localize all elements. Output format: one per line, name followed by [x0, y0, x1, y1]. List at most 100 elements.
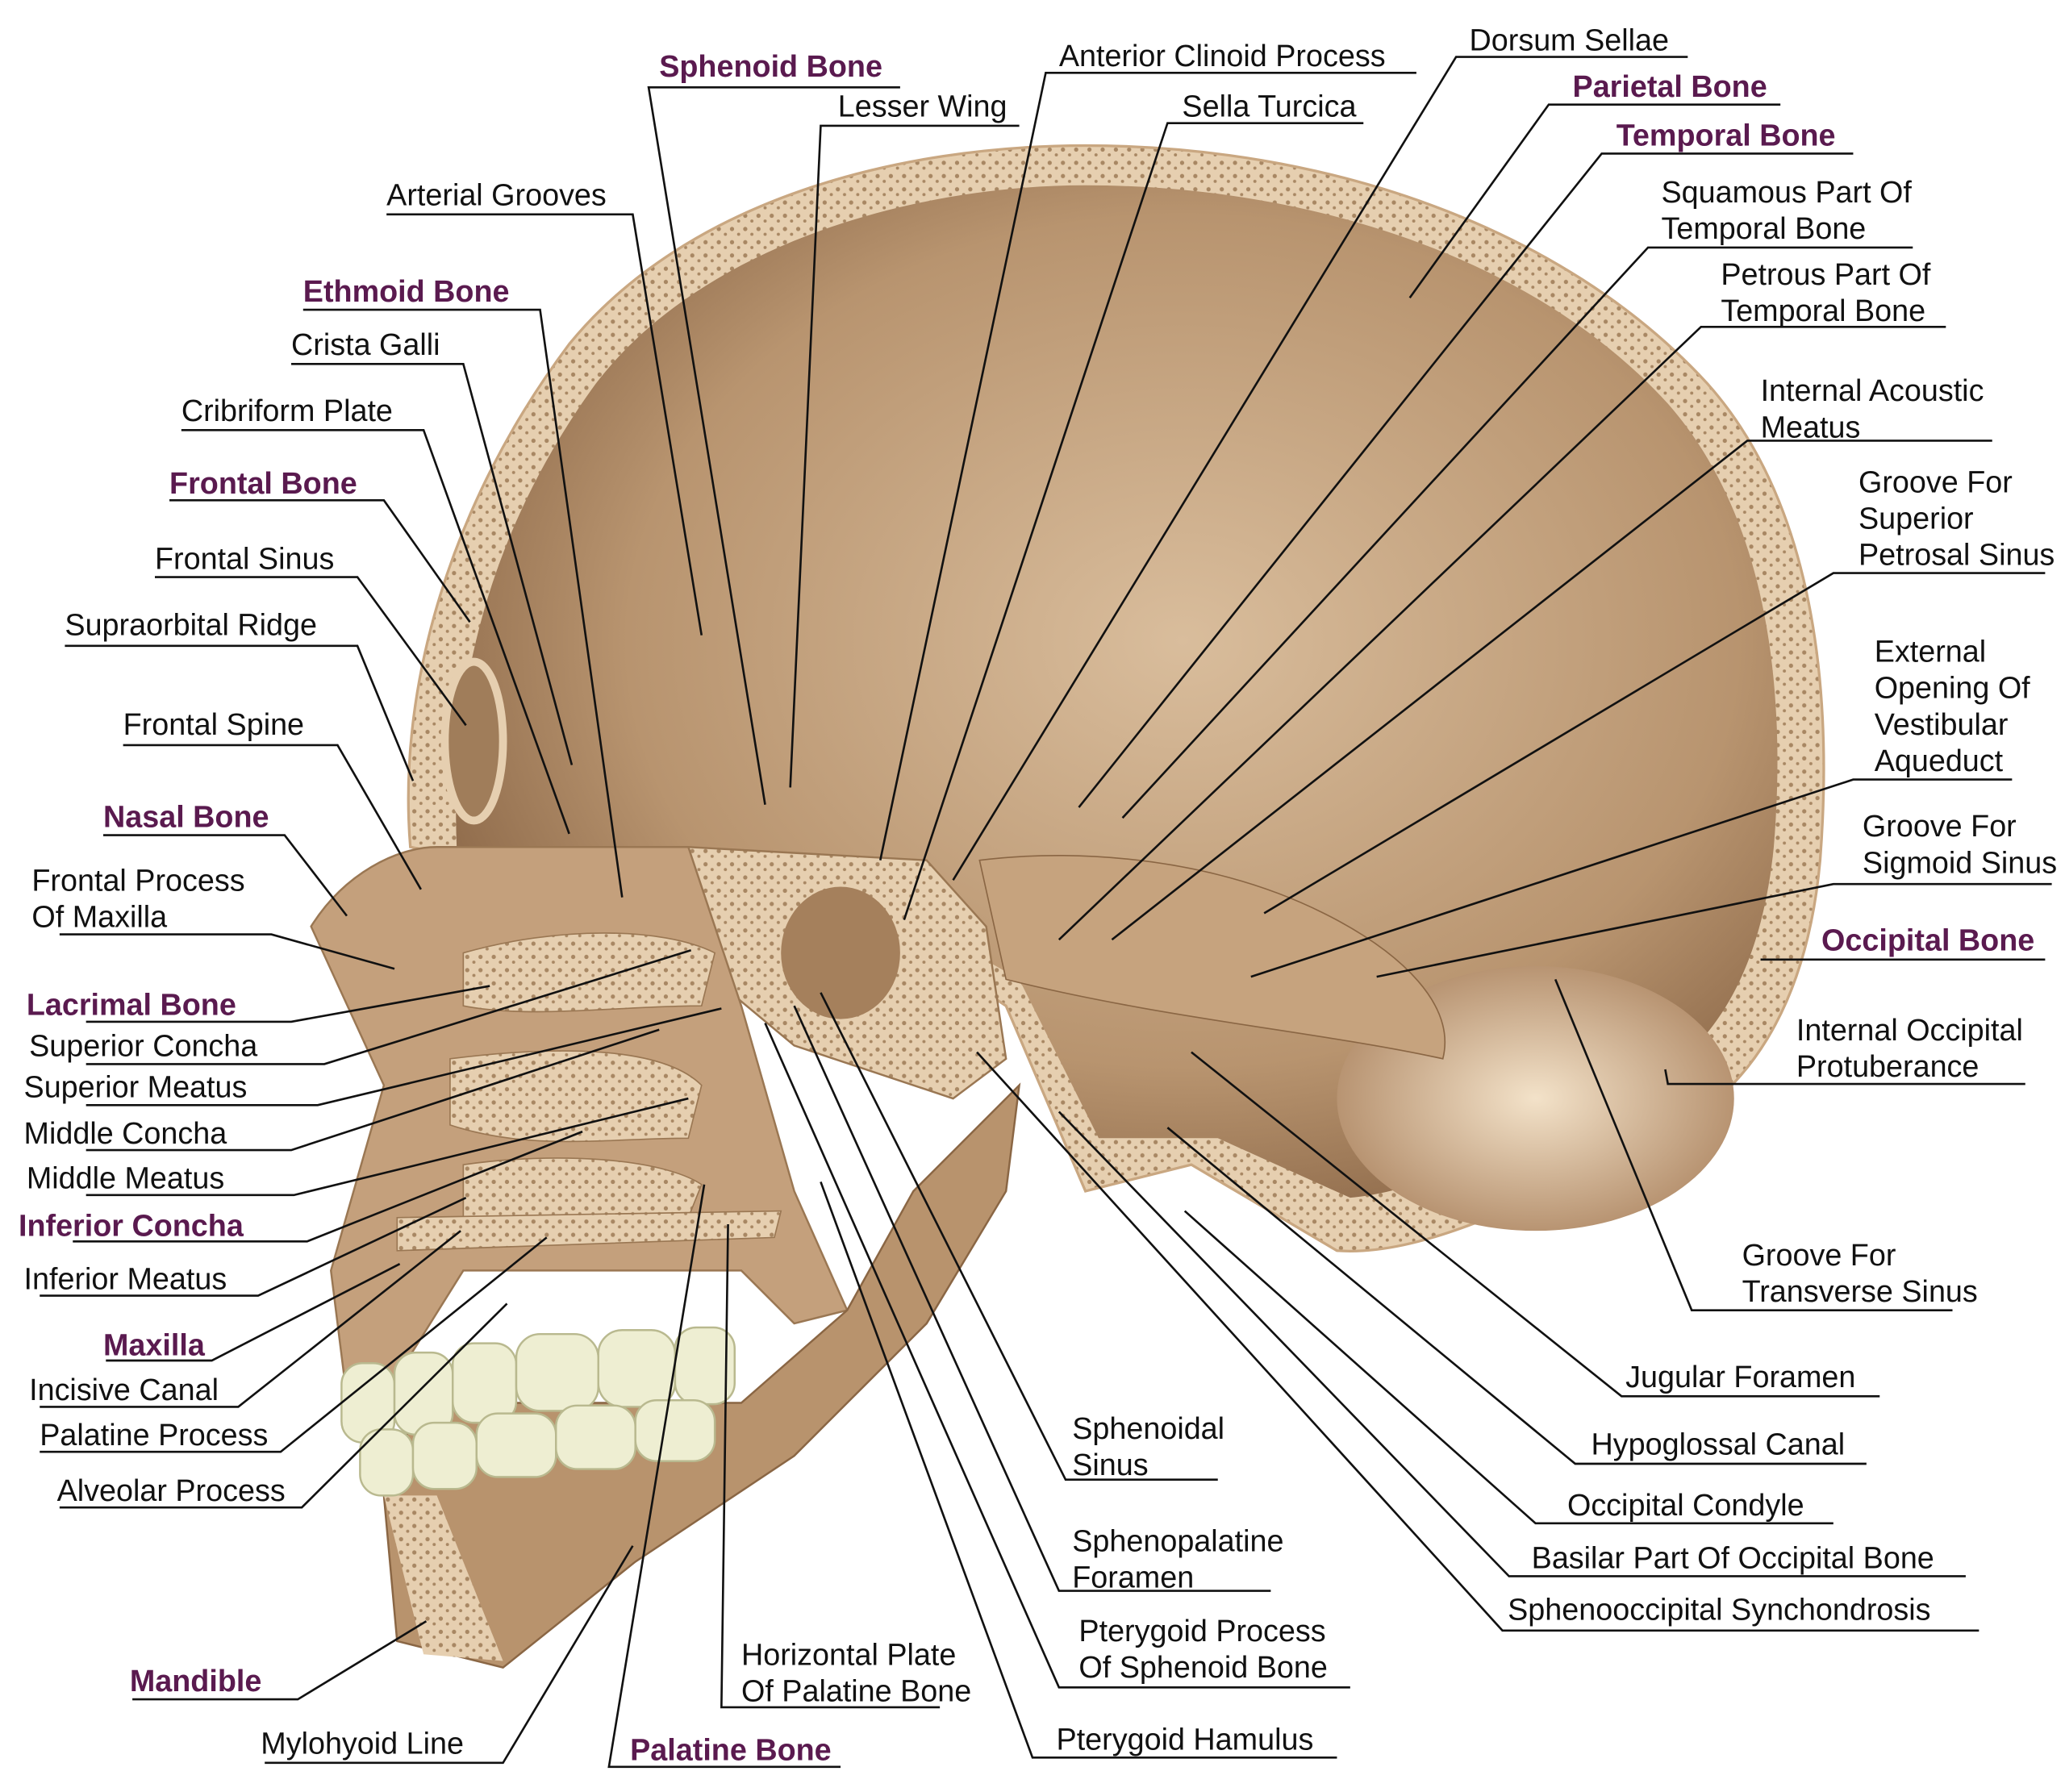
label-text: Frontal Process	[31, 863, 244, 897]
label-text: Internal Acoustic	[1761, 373, 1984, 407]
leader-line	[106, 1263, 401, 1362]
leader-line	[40, 1236, 548, 1453]
leader-line	[86, 985, 490, 1023]
label-text: Temporal Bone	[1661, 211, 1866, 245]
leader-line	[793, 1005, 1271, 1592]
label-text: Hypoglossal Canal	[1592, 1427, 1846, 1461]
leader-line	[1408, 103, 1781, 299]
mandible-symphysis	[383, 1495, 503, 1661]
leader-line	[720, 1223, 941, 1709]
label-supraorbital-ridge: Supraorbital Ridge	[65, 608, 415, 781]
label-text: Nasal Bone	[103, 800, 269, 834]
label-text: Arterial Grooves	[386, 177, 607, 211]
label-text: Alveolar Process	[57, 1473, 286, 1507]
label-nasal-bone: Nasal Bone	[103, 800, 348, 917]
label-text: Inferior Meatus	[24, 1261, 227, 1295]
label-text: Frontal Sinus	[155, 542, 334, 576]
label-hypoglossal-canal: Hypoglossal Canal	[1166, 1127, 1867, 1465]
leader-line	[123, 744, 422, 890]
label-inferior-concha: Inferior Concha	[19, 1130, 583, 1243]
leader-line	[291, 362, 574, 765]
label-text: Sphenoid Bone	[659, 49, 882, 83]
label-occipital-bone: Occipital Bone	[1760, 923, 2046, 961]
leader-line	[59, 933, 395, 970]
label-middle-concha: Middle Concha	[24, 1028, 660, 1152]
label-text: Occipital Bone	[1821, 923, 2034, 956]
label-middle-meatus: Middle Meatus	[27, 1097, 689, 1197]
label-anterior-clinoid-process: Anterior Clinoid Process	[878, 39, 1416, 861]
label-text: Pterygoid Process	[1078, 1614, 1325, 1648]
label-ethmoid-bone: Ethmoid Bone	[302, 274, 624, 898]
leader-line	[1250, 778, 2013, 978]
label-text: Vestibular	[1875, 707, 2009, 741]
leader-line	[86, 1028, 660, 1152]
label-text: Frontal Bone	[169, 466, 357, 500]
label-text: Middle Concha	[24, 1116, 227, 1150]
label-text: Of Sphenoid Bone	[1078, 1650, 1327, 1684]
label-text: Mandible	[130, 1664, 262, 1698]
leader-line	[86, 1007, 722, 1106]
label-text: Supraorbital Ridge	[65, 608, 317, 642]
cranial-cavity	[456, 185, 1778, 1198]
label-text: Sphenopalatine	[1072, 1523, 1283, 1557]
label-sphenoid-bone: Sphenoid Bone	[647, 49, 900, 805]
label-text: Parietal Bone	[1573, 69, 1767, 103]
label-temporal-bone: Temporal Bone	[1078, 119, 1854, 808]
label-text: Occipital Condyle	[1567, 1488, 1804, 1522]
label-arterial-grooves: Arterial Grooves	[386, 177, 703, 636]
label-palatine-bone: Palatine Bone	[607, 1184, 841, 1769]
label-pterygoid-hamulus: Pterygoid Hamulus	[820, 1181, 1337, 1759]
label-text: Of Palatine Bone	[741, 1674, 971, 1708]
label-text: Pterygoid Hamulus	[1057, 1722, 1314, 1756]
leader-line	[59, 1302, 508, 1509]
label-sella-turcica: Sella Turcica	[903, 89, 1364, 920]
leader-line	[1058, 1111, 1966, 1577]
leader-line	[1111, 440, 1992, 941]
label-lesser-wing: Lesser Wing	[789, 89, 1020, 788]
leader-line	[155, 576, 467, 727]
leader-line	[820, 992, 1218, 1482]
leader-line	[1183, 1210, 1833, 1525]
label-lacrimal-bone: Lacrimal Bone	[27, 985, 490, 1023]
leader-line	[1058, 326, 1946, 941]
label-text: Basilar Part Of Occipital Bone	[1532, 1541, 1934, 1575]
leader-line	[1191, 1051, 1880, 1398]
label-text: Aqueduct	[1875, 744, 2004, 777]
label-text: Anterior Clinoid Process	[1059, 39, 1386, 73]
label-mandible: Mandible	[130, 1620, 428, 1701]
label-text: Dorsum Sellae	[1470, 23, 1669, 56]
label-text: Temporal Bone	[1617, 119, 1836, 152]
label-text: Crista Galli	[291, 327, 440, 361]
petrous-ridge	[978, 854, 1446, 1060]
label-text: Incisive Canal	[29, 1373, 219, 1407]
label-text: Petrosal Sinus	[1858, 538, 2055, 572]
conchae	[449, 932, 716, 1219]
label-text: Transverse Sinus	[1742, 1274, 1978, 1308]
label-text: Protuberance	[1796, 1049, 1979, 1083]
hard-palate	[396, 1210, 782, 1252]
label-occipital-condyle: Occipital Condyle	[1183, 1210, 1833, 1525]
label-text: Groove For	[1742, 1238, 1896, 1272]
leader-line	[820, 1181, 1337, 1759]
leader-line	[878, 71, 1416, 861]
label-text: Foramen	[1072, 1560, 1194, 1594]
label-text: Groove For	[1858, 465, 2013, 498]
leader-line	[65, 644, 415, 781]
label-parietal-bone: Parietal Bone	[1408, 69, 1781, 299]
leader-line	[1376, 882, 2052, 978]
leader-line	[952, 56, 1688, 881]
leader-line	[40, 1230, 461, 1408]
label-text: Groove For	[1863, 809, 2017, 843]
label-inferior-meatus: Inferior Meatus	[24, 1196, 467, 1297]
label-text: Inferior Concha	[19, 1209, 244, 1243]
